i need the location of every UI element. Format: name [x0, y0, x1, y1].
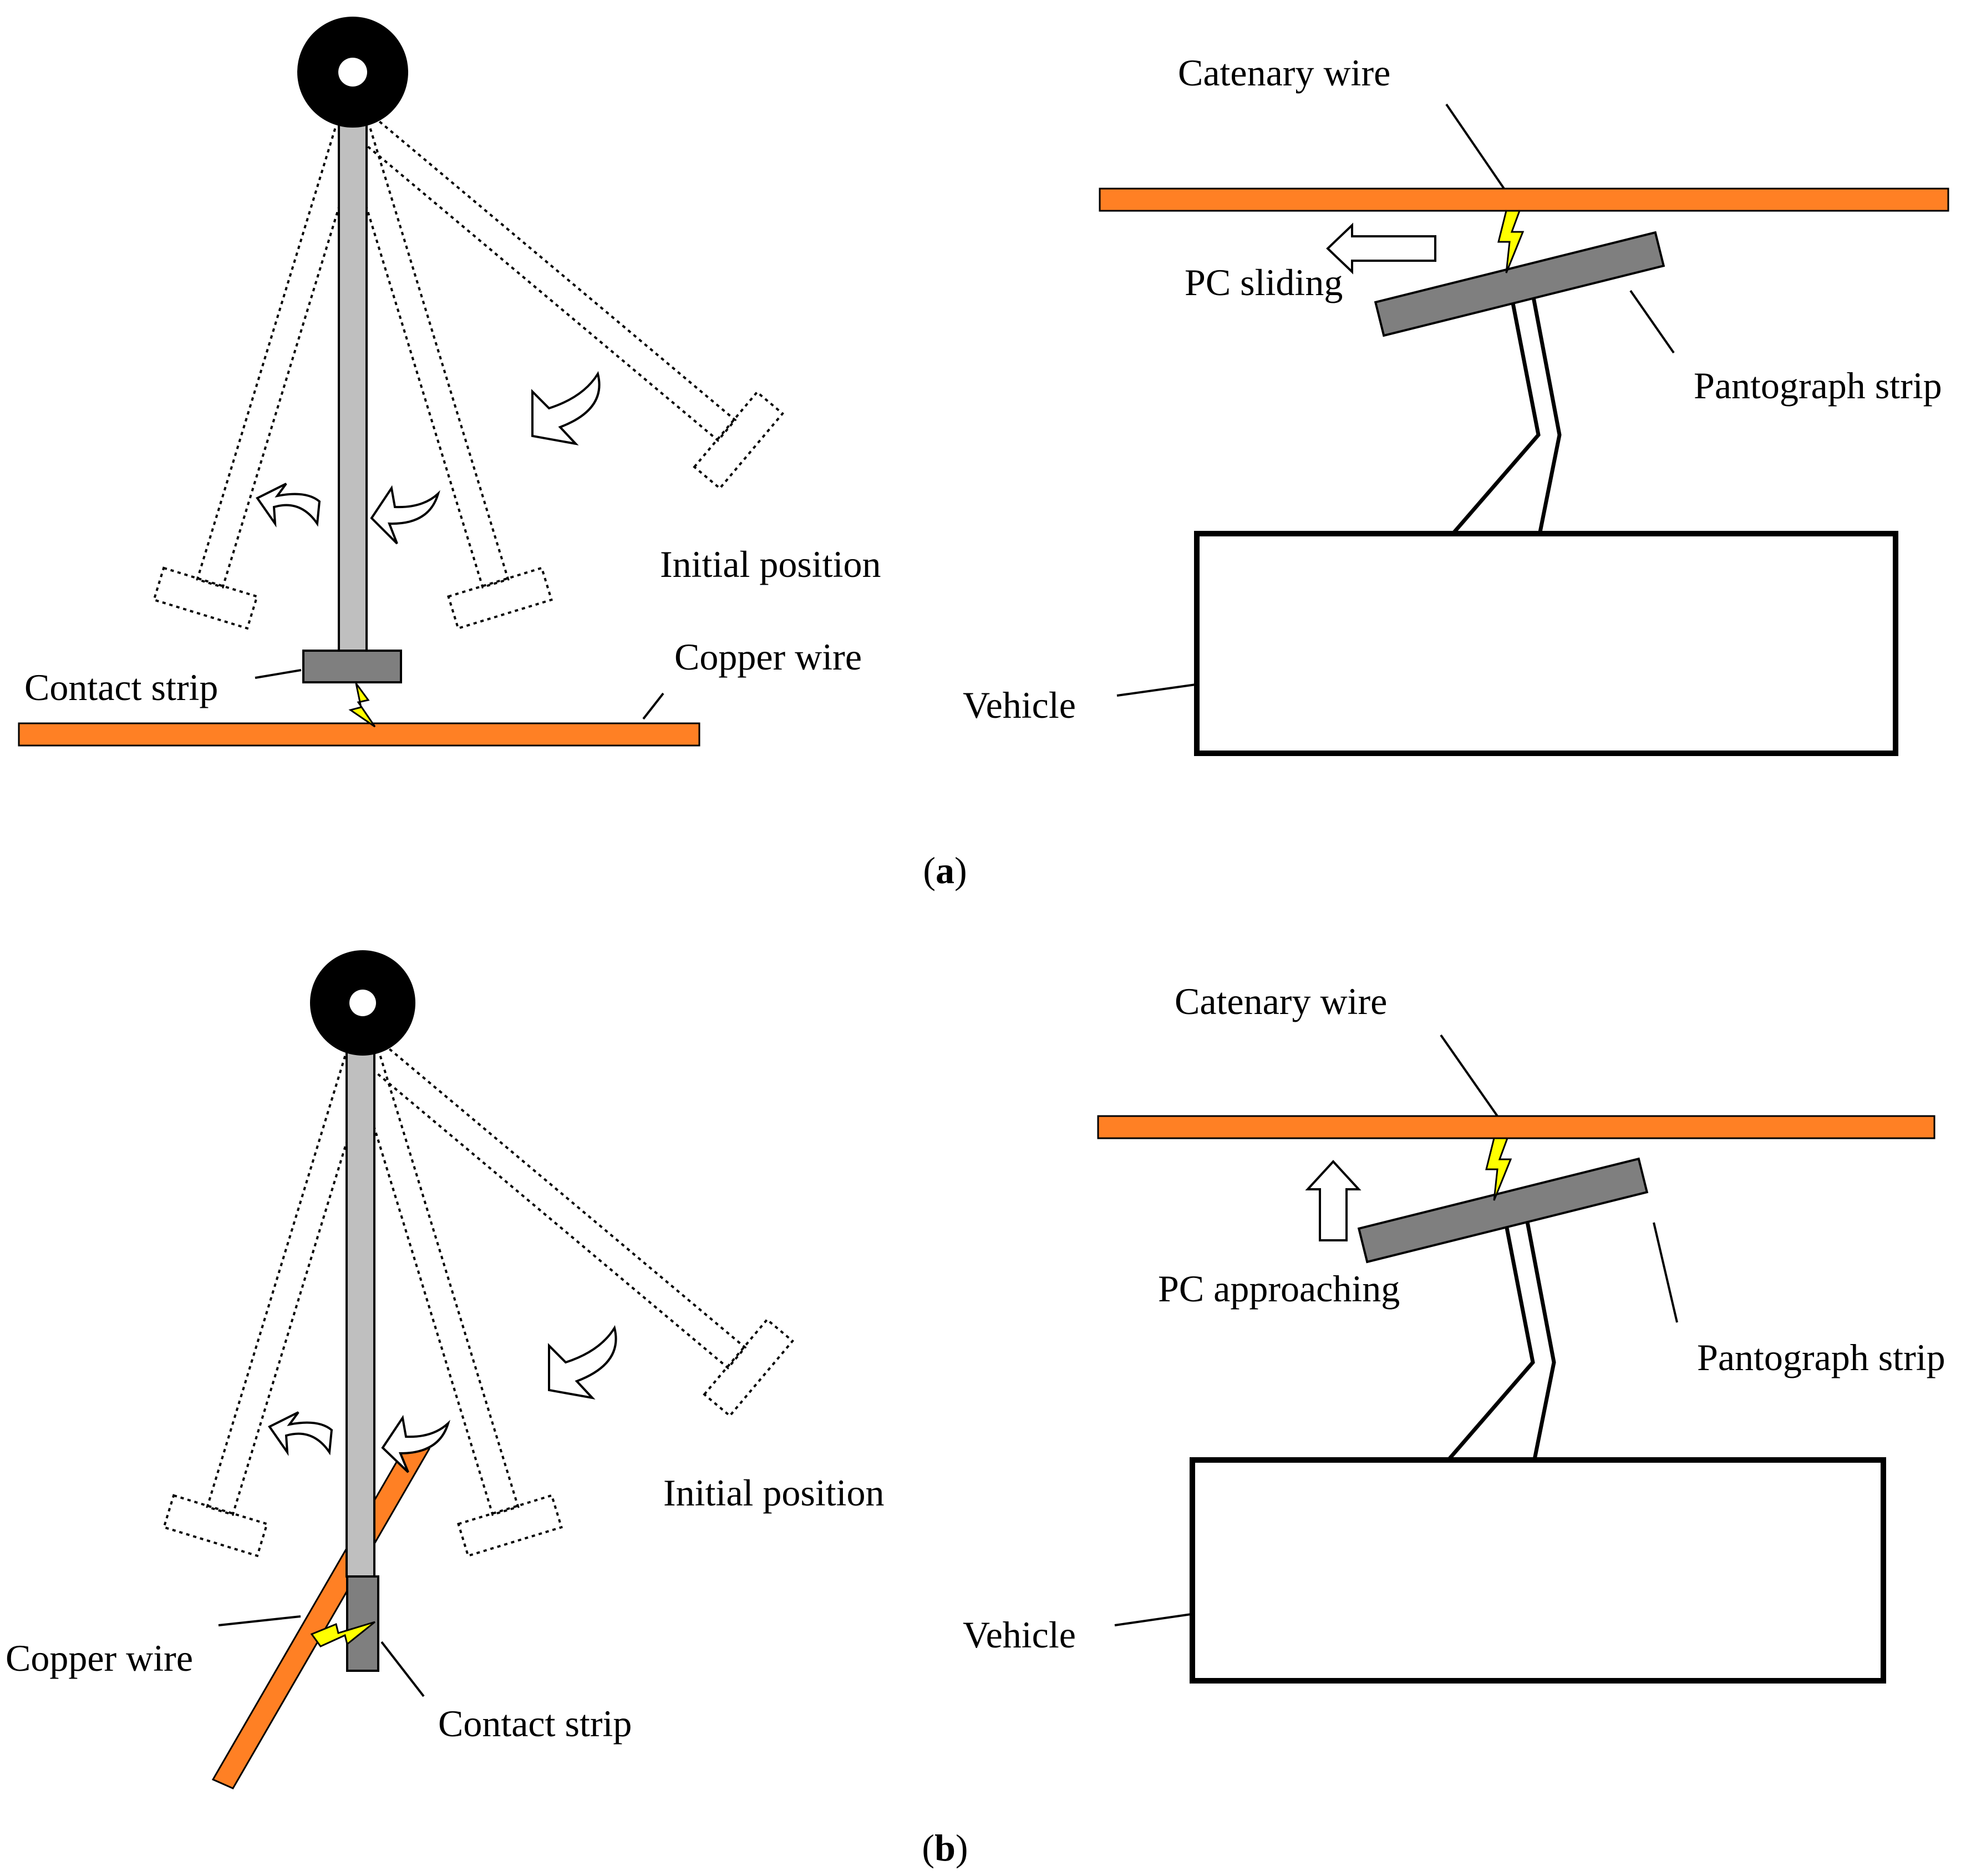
pantograph-arm-b-outer	[1445, 1219, 1535, 1464]
label-initial-position-a: Initial position	[660, 543, 881, 585]
swing-arrow-a-top	[531, 371, 601, 446]
pendulum-b-pivot-hole	[349, 990, 376, 1016]
swing-arrow-a-mid	[370, 485, 440, 545]
leader-contact-strip-b	[380, 1641, 425, 1697]
arrow-pc-approaching	[1305, 1160, 1362, 1241]
label-catenary-wire-b: Catenary wire	[1175, 980, 1387, 1022]
caption-b: (b)	[922, 1827, 968, 1869]
leader-catenary-b	[1440, 1034, 1498, 1117]
panel-a-pendulum: Initial position Contact strip Copper wi…	[18, 17, 881, 747]
contact-strip-a	[302, 650, 402, 683]
label-pc-approaching: PC approaching	[1158, 1267, 1400, 1310]
label-vehicle-b: Vehicle	[963, 1614, 1076, 1656]
pantograph-arm-a-gap	[1515, 287, 1552, 436]
swing-arrow-b-top	[548, 1325, 617, 1400]
label-copper-wire-b: Copper wire	[6, 1637, 193, 1679]
leader-catenary-a	[1445, 103, 1505, 190]
swing-arrow-b-mid	[381, 1414, 450, 1473]
pendulum-b-swing-left-ghost	[162, 1038, 377, 1558]
label-vehicle-a: Vehicle	[963, 684, 1076, 726]
panel-b-pendulum: Initial position Copper wire Contact str…	[6, 950, 885, 1789]
catenary-wire-a	[1099, 187, 1949, 212]
leader-pantograph-strip-a	[1629, 290, 1675, 354]
pendulum-a-pivot-hole	[338, 58, 367, 87]
arrow-pc-sliding	[1326, 222, 1436, 275]
leader-pantograph-strip-b	[1653, 1222, 1678, 1323]
panel-b-pantograph: Catenary wire PC approaching Pantograph …	[963, 980, 1945, 1684]
spark-a-right	[1497, 210, 1525, 273]
leader-copper-wire-b	[218, 1615, 301, 1626]
spark-b-left	[310, 1621, 375, 1647]
label-copper-wire-a: Copper wire	[674, 636, 862, 678]
pantograph-strip-b	[1357, 1157, 1649, 1264]
label-contact-strip-b: Contact strip	[438, 1702, 632, 1745]
leader-vehicle-b	[1114, 1613, 1192, 1626]
pendulum-a-initial-ghost	[342, 104, 784, 490]
label-contact-strip-a: Contact strip	[24, 666, 218, 708]
label-pantograph-strip-b: Pantograph strip	[1697, 1336, 1945, 1378]
pendulum-a-swing-mid-ghost	[338, 111, 553, 630]
swing-arrow-b-left	[268, 1411, 333, 1457]
label-catenary-wire-a: Catenary wire	[1178, 52, 1390, 94]
vehicle-b	[1190, 1457, 1886, 1684]
label-initial-position-b: Initial position	[663, 1472, 885, 1514]
pantograph-arm-b-gap	[1509, 1215, 1547, 1363]
vehicle-a	[1194, 531, 1898, 756]
pantograph-strip-a	[1374, 231, 1665, 337]
pendulum-b-initial-ghost	[352, 1032, 794, 1418]
swing-arrow-a-left	[256, 483, 321, 528]
pendulum-b-rod	[346, 1037, 375, 1578]
pantograph-arm-a-inner	[1530, 288, 1562, 535]
leader-vehicle-a	[1116, 683, 1196, 697]
leader-copper-wire-a	[642, 692, 664, 720]
leader-contact-strip-a	[255, 669, 302, 679]
spark-a-left	[348, 683, 376, 728]
pendulum-a-rod	[338, 110, 368, 653]
copper-wire-b	[211, 1439, 431, 1789]
label-pantograph-strip-a: Pantograph strip	[1694, 364, 1942, 407]
panel-a-pantograph: Catenary wire PC sliding Pantograph stri…	[963, 52, 1949, 756]
caption-a: (a)	[923, 849, 967, 891]
pantograph-arm-a-outer	[1450, 291, 1541, 536]
label-pc-sliding: PC sliding	[1185, 261, 1343, 303]
spark-b-right	[1485, 1137, 1512, 1201]
copper-wire-a	[18, 722, 700, 747]
pendulum-b-swing-mid-ghost	[348, 1038, 563, 1558]
catenary-wire-b	[1097, 1115, 1935, 1139]
pantograph-arm-b-inner	[1524, 1215, 1556, 1463]
